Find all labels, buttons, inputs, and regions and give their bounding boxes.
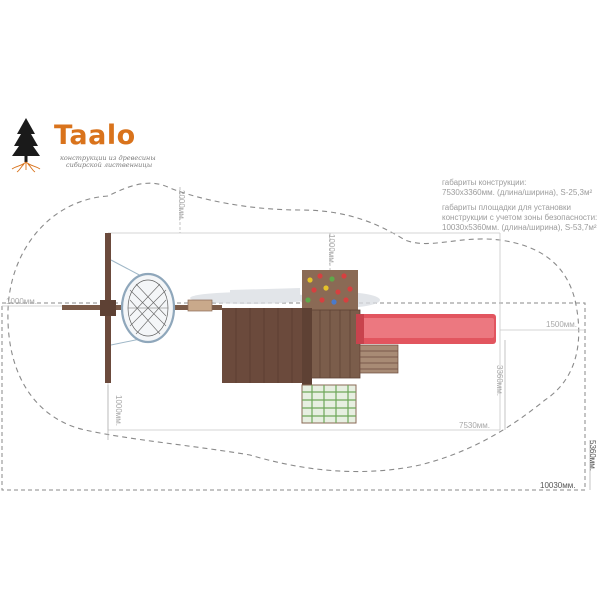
dim-right-offset: 1500мм. xyxy=(546,320,578,329)
cargo-net xyxy=(301,384,357,424)
dim-construction-width: 3360мм. xyxy=(495,365,504,397)
dim-top-offset-left: 2000мм. xyxy=(177,190,186,222)
area-dims-title-1: габариты площадки для установки xyxy=(442,203,571,212)
tree-logo xyxy=(11,118,41,173)
dim-top-offset-right: 1000мм. xyxy=(327,234,336,266)
construction-dims-title: габариты конструкции: xyxy=(442,178,527,187)
brand-name: Taalo xyxy=(54,120,136,151)
brand-tagline-line1: конструкции из древесины xyxy=(60,154,156,162)
dim-area-length: 10030мм. xyxy=(540,481,576,490)
construction-dims-value: 7530х3360мм. (длина/ширина), S-25,3м² xyxy=(442,188,593,197)
area-dims-title-2: конструкции с учетом зоны безопасности: xyxy=(442,213,598,222)
dim-construction-length: 7530мм. xyxy=(459,421,491,430)
swing-seat-block xyxy=(187,299,213,312)
dim-left-offset: 1000мм. xyxy=(6,297,38,306)
climbing-wall-holds xyxy=(305,273,353,305)
dim-bottom-offset-left: 1000мм. xyxy=(114,395,123,427)
main-deck xyxy=(222,308,310,383)
area-dims-value: 10030х5360мм. (длина/ширина), S-53,7м² xyxy=(442,223,597,232)
nest-swing xyxy=(120,272,176,344)
stairs xyxy=(359,344,399,374)
safety-zone-outline xyxy=(7,182,580,473)
dimension-lines xyxy=(107,187,591,490)
swing-frame-brace xyxy=(100,300,116,316)
dim-area-width: 5360мм. xyxy=(588,440,597,472)
brand-tagline-line2: сибирской лиственницы xyxy=(66,161,153,169)
slide xyxy=(356,314,496,344)
tower-roof xyxy=(302,270,361,386)
